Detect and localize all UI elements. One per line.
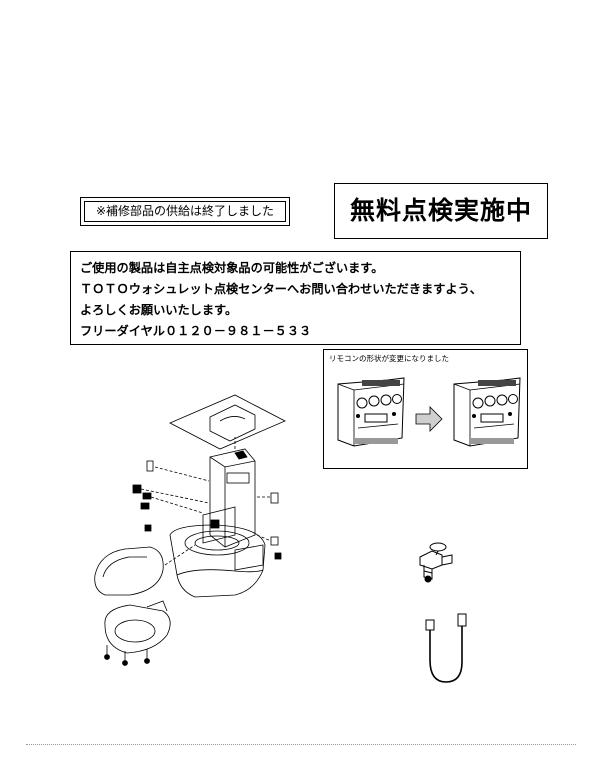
inspection-info-box: ご使用の製品は自主点検対象品の可能性がございます。 ＴＯＴＯウォシュレット点検セ… (70, 251, 521, 345)
right-arrow-icon (415, 406, 443, 432)
info-line-2: ＴＯＴＯウォシュレット点検センターへお問い合わせいただきますよう、 (80, 282, 482, 296)
toilet-exploded-diagram (94, 394, 286, 666)
bottom-dotted-rule (26, 744, 576, 745)
water-valve (419, 542, 453, 583)
info-line-1: ご使用の製品は自主点検対象品の可能性がございます。 (80, 261, 384, 275)
old-remote-image (337, 377, 405, 447)
free-inspection-banner: 無料点検実施中 (334, 183, 548, 239)
remote-illustration (337, 377, 521, 447)
info-line-3: よろしくお願いいたします。 (80, 303, 238, 317)
remote-change-panel: リモコンの形状が変更になりました (323, 349, 528, 469)
supply-hose (425, 613, 467, 683)
remote-change-caption: リモコンの形状が変更になりました (329, 354, 449, 363)
new-remote-image (453, 377, 521, 447)
info-line-4: フリーダイヤル０１２０－９８１－５３３ (80, 324, 312, 338)
parts-supply-ended-text: ※補修部品の供給は終了しました (84, 201, 286, 222)
parts-supply-ended-notice: ※補修部品の供給は終了しました (80, 197, 290, 226)
